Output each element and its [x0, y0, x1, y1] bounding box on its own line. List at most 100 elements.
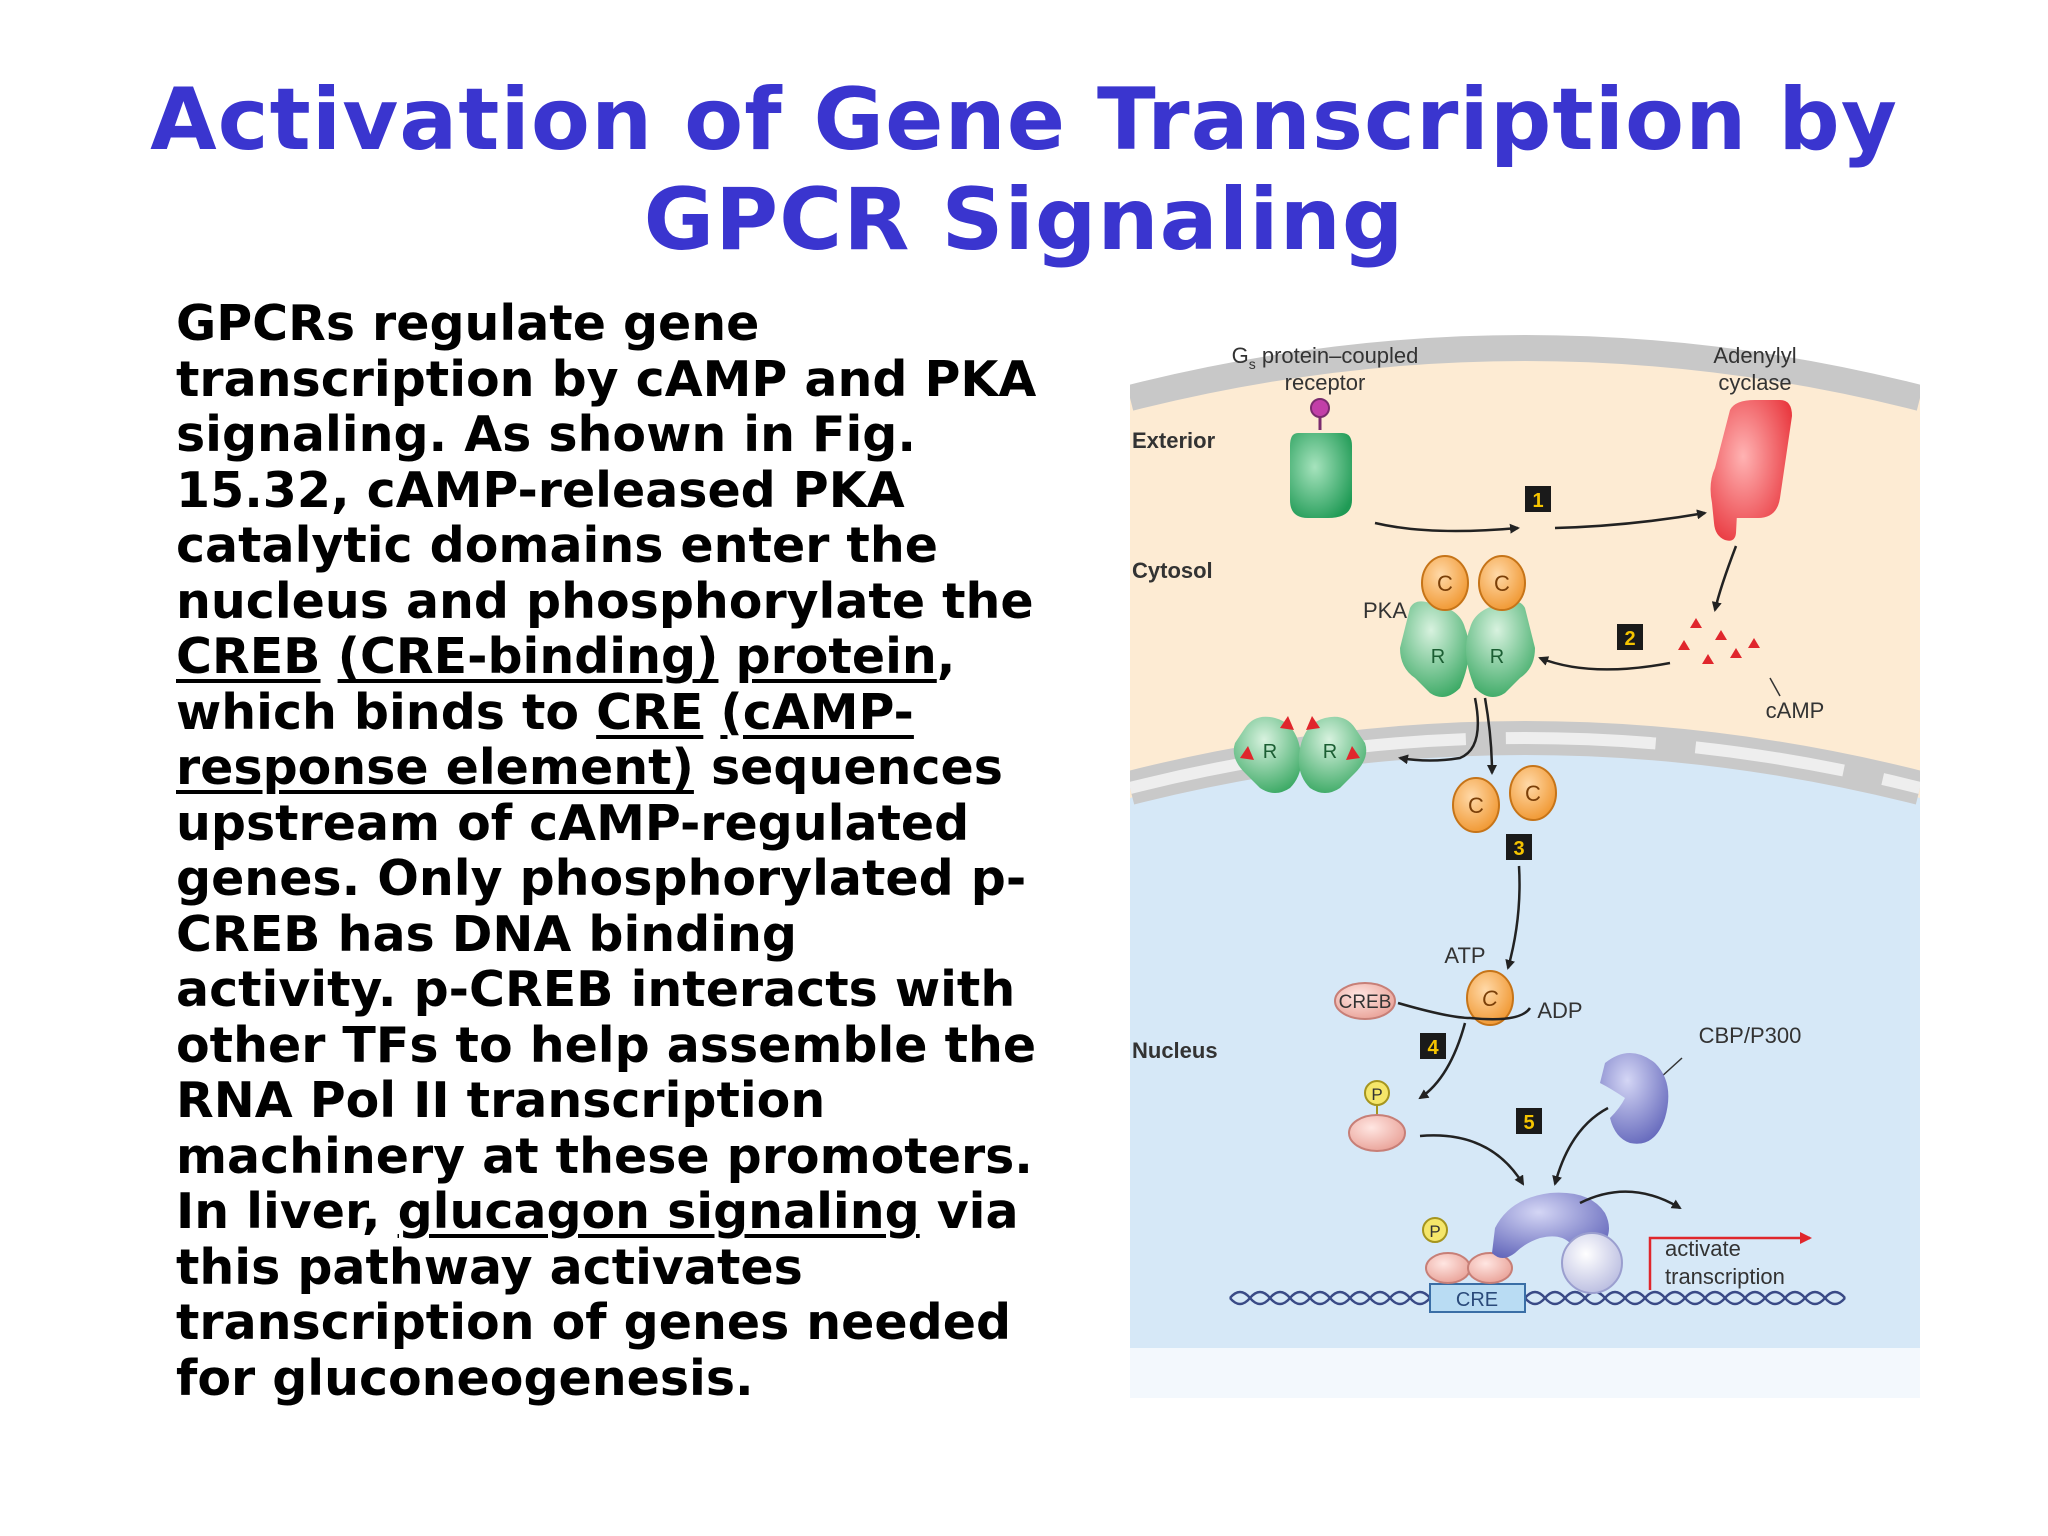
- link-protein[interactable]: protein: [735, 628, 937, 685]
- link-glucagon-signaling[interactable]: glucagon signaling: [397, 1183, 920, 1240]
- body-line: transcription by cAMP and PKA: [176, 350, 1096, 408]
- phospho-creb: [1348, 1114, 1406, 1152]
- cre-label: CRE: [1456, 1289, 1498, 1311]
- arrow-release-catalytic: [1483, 697, 1497, 775]
- adenylyl-cyclase-label-1: Adenylyl: [1713, 343, 1796, 368]
- step-1-badge: [1525, 486, 1551, 512]
- text-run: via: [919, 1183, 1019, 1240]
- text-run: other TFs to help assemble the: [176, 1016, 1037, 1074]
- cytosol-label: Cytosol: [1132, 558, 1213, 583]
- transcription-start-arrow: [1648, 1232, 1812, 1290]
- body-line: signaling. As shown in Fig.: [176, 407, 1096, 463]
- adp-label: ADP: [1537, 998, 1582, 1023]
- body-line: activity. p-CREB interacts with: [176, 962, 1096, 1018]
- body-line: upstream of cAMP-regulated: [176, 794, 1096, 852]
- text-run: ,: [936, 628, 956, 685]
- nucleus-background: [1130, 748, 1920, 1398]
- c-label: C: [1482, 986, 1498, 1011]
- text-run: machinery at these promoters.: [176, 1127, 1033, 1185]
- pka-catalytic-subunit: [1478, 555, 1526, 611]
- camp-label: cAMP: [1766, 698, 1825, 723]
- arrow-step-1b: [1554, 509, 1707, 530]
- body-line: for gluconeogenesis.: [176, 1350, 1096, 1407]
- r-label: R: [1263, 741, 1277, 763]
- text-run: CREB has DNA binding: [176, 905, 797, 963]
- text-run: transcription of genes needed: [176, 1294, 1012, 1351]
- arrow-step-2: [1538, 656, 1671, 671]
- text-run: activity. p-CREB interacts with: [176, 961, 1016, 1018]
- body-line: 15.32, cAMP-released PKA: [176, 461, 1096, 519]
- cbp-leader: [1659, 1057, 1683, 1079]
- slide-title-line-2: GPCR Signaling: [643, 170, 1405, 270]
- slide-title-line-1: Activation of Gene Transcription by: [150, 70, 1898, 170]
- link-cre-binding[interactable]: (CRE-binding): [337, 628, 719, 685]
- link-camp-response-element[interactable]: (cAMP-: [720, 683, 914, 741]
- pka-regulatory-subunit: [1466, 601, 1535, 697]
- text-run: transcription by cAMP and PKA: [176, 350, 1037, 408]
- body-line: transcription of genes needed: [176, 1295, 1096, 1351]
- pka-regulatory-subunit: [1400, 601, 1469, 697]
- body-line: other TFs to help assemble the: [176, 1016, 1096, 1074]
- exterior-label: Exterior: [1132, 428, 1216, 453]
- step-4-number: 4: [1427, 1037, 1439, 1059]
- text-run: sequences: [693, 739, 1003, 796]
- gpcr-camp-pka-creb-figure: Exterior Cytosol Nucleus Gs protein–coup…: [1130, 318, 1920, 1398]
- arrow-step-5a: [1419, 1134, 1525, 1186]
- arrow-activate: [1579, 1190, 1682, 1210]
- text-run: 15.32, cAMP-released PKA: [176, 461, 905, 519]
- body-line: machinery at these promoters.: [176, 1127, 1096, 1185]
- body-line: which binds to CRE (cAMP-: [176, 683, 1096, 741]
- step-1-number: 1: [1532, 490, 1543, 512]
- adenylyl-cyclase: [1710, 400, 1792, 541]
- body-line: nucleus and phosphorylate the: [176, 573, 1096, 630]
- body-line: catalytic domains enter the: [176, 518, 1096, 574]
- text-run: upstream of cAMP-regulated: [176, 794, 970, 852]
- step-3-number: 3: [1513, 838, 1524, 860]
- pka-catalytic-subunit: [1421, 555, 1469, 611]
- body-line: this pathway activates: [176, 1238, 1096, 1296]
- phosphate-group: [1422, 1217, 1448, 1243]
- step-5-number: 5: [1523, 1112, 1534, 1134]
- bound-p-creb: [1425, 1252, 1471, 1284]
- text-run: this pathway activates: [176, 1238, 803, 1296]
- step-5-badge: [1516, 1108, 1542, 1134]
- camp-leader: [1769, 677, 1781, 697]
- free-catalytic-subunit: [1452, 777, 1500, 833]
- creb-to-c-connector: [1397, 1001, 1532, 1021]
- creb-protein: [1334, 982, 1396, 1020]
- body-paragraph: GPCRs regulate gene transcription by cAM…: [176, 296, 1096, 1406]
- link-creb[interactable]: CREB: [176, 628, 321, 685]
- step-2-number: 2: [1624, 628, 1635, 650]
- arrow-step-4: [1418, 1022, 1467, 1100]
- slide-title: Activation of Gene Transcription by GPCR…: [0, 70, 2048, 270]
- released-regulatory-subunits: R R: [1233, 716, 1367, 793]
- body-line: CREB has DNA binding: [176, 905, 1096, 963]
- body-line: GPCRs regulate gene: [176, 296, 1096, 352]
- body-line: response element) sequences: [176, 740, 1096, 796]
- arrow-cyclase-to-camp: [1711, 545, 1738, 612]
- text-run: which binds to: [176, 683, 597, 741]
- camp-molecules: [1678, 618, 1760, 664]
- ligand: [1310, 398, 1330, 418]
- pka-holoenzyme: R R C C: [1400, 555, 1535, 697]
- figure-fade: [1130, 1348, 1920, 1398]
- text-run: genes. Only phosphorylated p-: [176, 850, 1027, 907]
- p-label: P: [1429, 1222, 1440, 1241]
- text-run: signaling. As shown in Fig.: [176, 406, 916, 463]
- link-camp-response-element-cont[interactable]: response element): [176, 739, 694, 796]
- cbp-p300-protein: [1600, 1053, 1669, 1144]
- link-cre[interactable]: CRE: [596, 683, 704, 741]
- text-run: [703, 684, 720, 741]
- creb-label: CREB: [1339, 992, 1392, 1013]
- dna-strand: [1229, 1290, 1846, 1306]
- gs-receptor-label-1: Gs protein–coupled: [1232, 343, 1419, 372]
- plasma-membrane: [1130, 335, 1920, 411]
- step-3-badge: [1506, 834, 1532, 860]
- gs-receptor-label-2: receptor: [1285, 370, 1366, 395]
- arrow-step-1a: [1374, 521, 1520, 534]
- text-run: [321, 628, 338, 685]
- c-label: C: [1468, 793, 1484, 818]
- step-4-badge: [1420, 1033, 1446, 1059]
- r-label: R: [1490, 646, 1504, 668]
- r-label: R: [1323, 741, 1337, 763]
